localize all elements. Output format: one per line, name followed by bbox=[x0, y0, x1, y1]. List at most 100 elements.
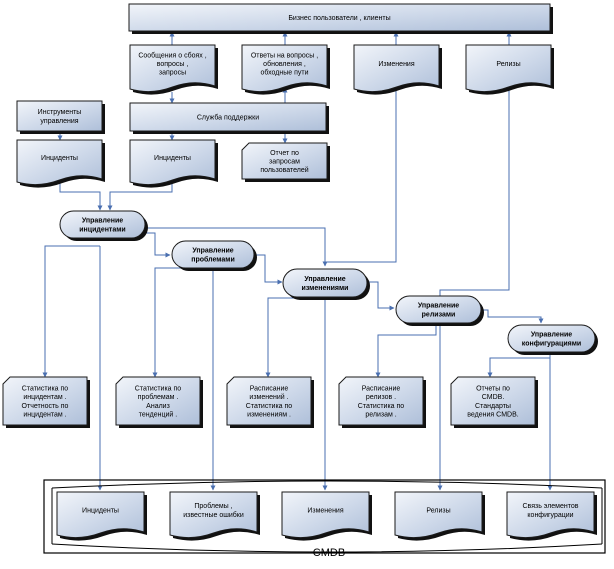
answers-doc-label-line: Ответы на вопросы , bbox=[251, 52, 318, 59]
incidents-doc-mid-label-line: Инциденты bbox=[154, 155, 191, 162]
business-users-box-label-line: Бизнес пользователи , клиенты bbox=[288, 15, 390, 22]
problem-management-label-line: проблемами bbox=[191, 255, 235, 263]
cmdb-changes-doc: Изменения bbox=[281, 491, 372, 541]
cmdb-config-links-doc: Связь элементов конфигурации bbox=[506, 491, 597, 541]
cmdb-releases-doc: Релизы bbox=[394, 491, 485, 541]
releases-doc-label: Релизы bbox=[496, 61, 520, 68]
user-requests-report-label-line: Отчет по bbox=[270, 150, 299, 157]
cmdb-label: CMDB bbox=[313, 547, 345, 559]
configuration-management-label-line: Управление bbox=[531, 332, 572, 339]
cmdb-problems-doc: Проблемы ,известные ошибки bbox=[169, 491, 260, 541]
incident-stats-report-label-line: инцидентам . bbox=[23, 394, 66, 401]
incidents-doc-left: Инциденты bbox=[16, 139, 105, 188]
releases-doc: Релизы bbox=[465, 44, 554, 95]
cmdb-changes-doc-label: Изменения bbox=[307, 508, 343, 515]
incident-reports-doc-label: Сообщения о сбоях , вопросы , запросы bbox=[138, 51, 206, 76]
incidents-doc-left-label: Инциденты bbox=[41, 155, 78, 162]
incident-reports-doc: Сообщения о сбоях , вопросы , запросы bbox=[129, 44, 218, 95]
configuration-management-label-line: конфигурациями bbox=[522, 340, 581, 347]
change-schedule-report-label-line: Статистика по bbox=[246, 403, 292, 410]
changes-doc-label: Изменения bbox=[378, 61, 414, 68]
incident-stats-report-label-line: Статистика по bbox=[22, 386, 68, 393]
change-schedule-report-label-line: изменений . bbox=[249, 393, 288, 401]
incident-stats-report-label-line: инцидентам . bbox=[23, 411, 66, 418]
change-schedule-report-label-line: изменениям . bbox=[247, 411, 291, 418]
cmdb-config-links-doc-label-line: Связь элементов bbox=[523, 503, 579, 510]
service-desk-box-label: Служба поддержки bbox=[197, 114, 259, 122]
cmdb-problems-doc-label-line: известные ошибки bbox=[183, 511, 244, 519]
incident-management-label-line: инцидентами bbox=[79, 226, 126, 233]
changes-doc-label-line: Изменения bbox=[378, 61, 414, 68]
changes-doc: Изменения bbox=[353, 44, 442, 95]
problem-stats-report-label-line: Статистика по bbox=[135, 386, 181, 393]
incidents-doc-mid: Инциденты bbox=[129, 139, 218, 188]
cmdb-problems-doc-label: Проблемы ,известные ошибки bbox=[183, 502, 244, 519]
user-requests-report-label-line: запросам bbox=[269, 159, 300, 166]
cmdb-releases-doc-label-line: Релизы bbox=[426, 508, 450, 515]
release-schedule-report-label-line: релизам . bbox=[365, 411, 396, 418]
business-users-box-label: Бизнес пользователи , клиенты bbox=[288, 15, 390, 22]
change-management-label-line: Управление bbox=[304, 276, 345, 283]
answers-doc-label: Ответы на вопросы ,обновления ,обходные … bbox=[251, 52, 318, 76]
answers-doc-label-line: обходные пути bbox=[260, 69, 308, 77]
service-desk-box-label-line: Служба поддержки bbox=[197, 114, 259, 122]
release-management-label-line: Управление bbox=[418, 303, 459, 310]
cmdb-report-label-line: CMDB. bbox=[482, 394, 505, 401]
problem-management-label-line: Управление bbox=[192, 248, 233, 255]
change-schedule-report-label-line: Расписание bbox=[250, 386, 289, 393]
cmdb-problems-doc-label-line: Проблемы , bbox=[194, 502, 232, 510]
business-users-box: Бизнес пользователи , клиенты bbox=[128, 3, 553, 34]
cmdb-changes-doc-label-line: Изменения bbox=[307, 508, 343, 515]
incident-reports-doc-label-line: запросы bbox=[159, 70, 186, 77]
release-schedule-report-label-line: релизов . bbox=[366, 394, 396, 401]
cmdb-report-label-line: Отчеты по bbox=[476, 386, 510, 393]
cmdb-config-links-doc-label-line: конфигурации bbox=[527, 512, 573, 519]
cmdb-report-label-line: ведения CMDB. bbox=[467, 411, 518, 418]
problem-stats-report-label-line: Анализ bbox=[146, 403, 170, 410]
answers-doc-label-line: обновления , bbox=[263, 60, 306, 68]
cmdb-incidents-doc: Инциденты bbox=[56, 491, 147, 541]
incidents-doc-mid-label: Инциденты bbox=[154, 155, 191, 162]
release-schedule-report-label-line: Расписание bbox=[362, 386, 401, 393]
answers-doc: Ответы на вопросы ,обновления ,обходные … bbox=[241, 44, 330, 95]
cmdb-incidents-doc-label-line: Инциденты bbox=[82, 508, 119, 515]
cmdb-releases-doc-label: Релизы bbox=[426, 508, 450, 515]
management-tools-box-label-line: Инструменты bbox=[38, 109, 82, 116]
change-management: Управление изменениями bbox=[282, 268, 370, 300]
incident-reports-doc-label-line: Сообщения о сбоях , bbox=[138, 51, 206, 59]
user-requests-report-label-line: пользователей bbox=[260, 166, 308, 174]
incident-reports-doc-label-line: вопросы , bbox=[157, 61, 189, 68]
cmdb-container bbox=[43, 479, 606, 554]
change-management-label-line: изменениями bbox=[302, 285, 349, 292]
release-management-label-line: релизами bbox=[422, 311, 456, 318]
release-schedule-report-label-line: Статистика по bbox=[358, 403, 404, 410]
connector-lines bbox=[42, 31, 553, 491]
releases-doc-label-line: Релизы bbox=[496, 61, 520, 68]
incidents-doc-left-label-line: Инциденты bbox=[41, 155, 78, 162]
problem-stats-report-label-line: проблемам . bbox=[138, 393, 179, 401]
change-management-label: Управление изменениями bbox=[302, 276, 349, 292]
service-desk-box: Служба поддержки bbox=[129, 102, 329, 134]
incident-stats-report-label-line: Отчетность по bbox=[22, 403, 69, 410]
